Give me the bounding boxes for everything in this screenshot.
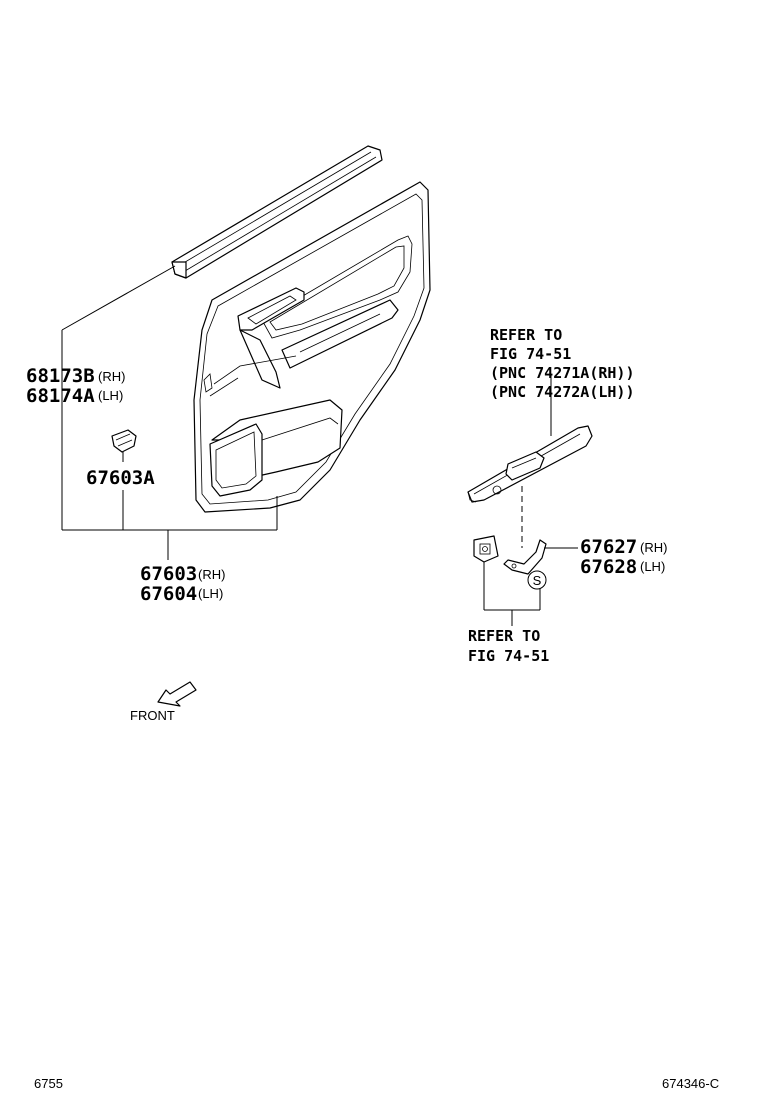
label-67628: 67628 bbox=[580, 556, 637, 578]
trim-clip bbox=[111, 429, 137, 462]
front-label: FRONT bbox=[130, 708, 175, 723]
refer-switch-line2: FIG 74-51 bbox=[490, 345, 571, 363]
label-67627-side: (RH) bbox=[640, 540, 667, 555]
refer-lower-line1: REFER TO bbox=[468, 627, 540, 645]
label-68173b: 68173B bbox=[26, 365, 95, 387]
switch-bracket bbox=[473, 535, 547, 575]
label-68174a: 68174A bbox=[26, 385, 95, 407]
refer-switch-line3: (PNC 74271A(RH)) bbox=[490, 364, 635, 382]
label-67603a: 67603A bbox=[86, 467, 155, 489]
s-marker: S bbox=[527, 570, 547, 590]
label-67603-side: (RH) bbox=[198, 567, 225, 582]
label-68174a-side: (LH) bbox=[98, 388, 123, 403]
power-window-switch-bezel bbox=[467, 425, 593, 503]
door-weatherstrip bbox=[171, 145, 383, 279]
label-67628-side: (LH) bbox=[640, 559, 665, 574]
front-arrow: FRONT bbox=[130, 681, 197, 723]
label-67627: 67627 bbox=[580, 536, 637, 558]
svg-text:S: S bbox=[533, 573, 542, 588]
refer-switch-line1: REFER TO bbox=[490, 326, 562, 344]
label-67604-side: (LH) bbox=[198, 586, 223, 601]
leader-lines bbox=[61, 265, 578, 626]
door-trim-board bbox=[193, 181, 431, 513]
refer-switch-line4: (PNC 74272A(LH)) bbox=[490, 383, 635, 401]
refer-lower-line2: FIG 74-51 bbox=[468, 647, 549, 665]
page-number: 6755 bbox=[34, 1076, 63, 1091]
label-68173b-side: (RH) bbox=[98, 369, 125, 384]
label-67604: 67604 bbox=[140, 583, 197, 605]
label-67603: 67603 bbox=[140, 563, 197, 585]
diagram-code: 674346-C bbox=[662, 1076, 719, 1091]
